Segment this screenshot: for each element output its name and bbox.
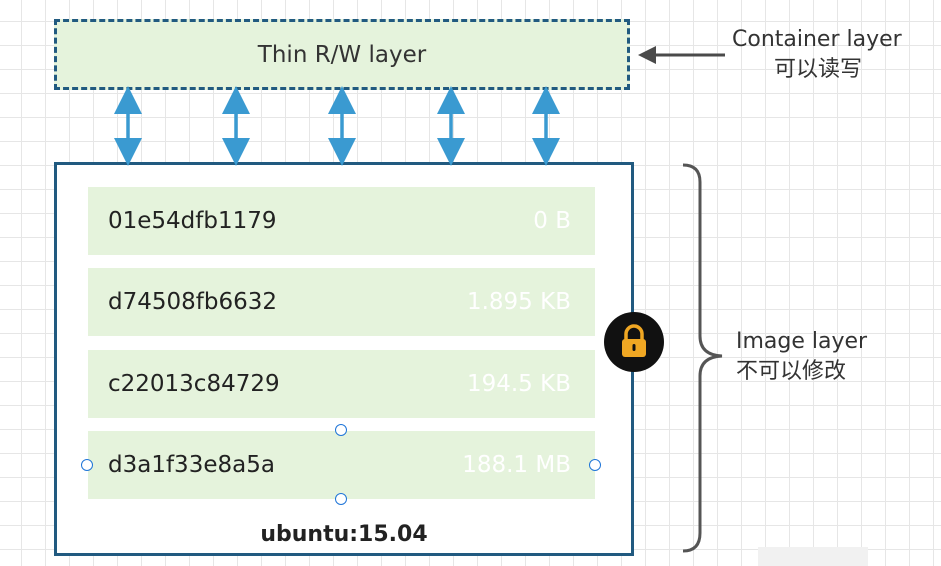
selection-handle-top[interactable]: [335, 424, 347, 436]
layer-id: 01e54dfb1179: [108, 208, 277, 234]
selection-handle-right[interactable]: [589, 459, 601, 471]
lock-icon: [622, 324, 646, 357]
layer-row[interactable]: c22013c84729 194.5 KB: [88, 350, 595, 418]
right-brace: [682, 163, 723, 553]
container-layer-box[interactable]: Thin R/W layer: [54, 19, 630, 90]
annotation-subtitle: 不可以修改: [736, 359, 847, 384]
layer-id: d3a1f33e8a5a: [108, 452, 275, 478]
annotation-title: Container layer: [732, 27, 902, 52]
layer-row[interactable]: d74508fb6632 1.895 KB: [88, 268, 595, 336]
container-layer-annotation: Container layer 可以读写: [732, 25, 902, 85]
layer-id: c22013c84729: [108, 371, 280, 397]
watermark-patch: [758, 547, 868, 566]
selection-handle-left[interactable]: [81, 459, 93, 471]
image-name-label: ubuntu:15.04: [260, 522, 428, 547]
annotation-title: Image layer: [736, 329, 868, 354]
container-layer-label: Thin R/W layer: [257, 41, 427, 68]
annotation-subtitle: 可以读写: [774, 57, 863, 82]
layer-size: 0 B: [533, 208, 571, 234]
lock-badge: [604, 312, 664, 372]
layer-id: d74508fb6632: [108, 289, 277, 315]
layer-size: 188.1 MB: [462, 452, 571, 478]
layer-row-selected[interactable]: d3a1f33e8a5a 188.1 MB: [88, 431, 595, 499]
image-layer-annotation: Image layer 不可以修改: [736, 327, 867, 387]
selection-handle-bottom[interactable]: [335, 493, 347, 505]
layer-size: 1.895 KB: [466, 289, 571, 315]
pointer-arrow-icon: [638, 46, 725, 64]
layer-row[interactable]: 01e54dfb1179 0 B: [88, 187, 595, 255]
layer-size: 194.5 KB: [466, 371, 571, 397]
